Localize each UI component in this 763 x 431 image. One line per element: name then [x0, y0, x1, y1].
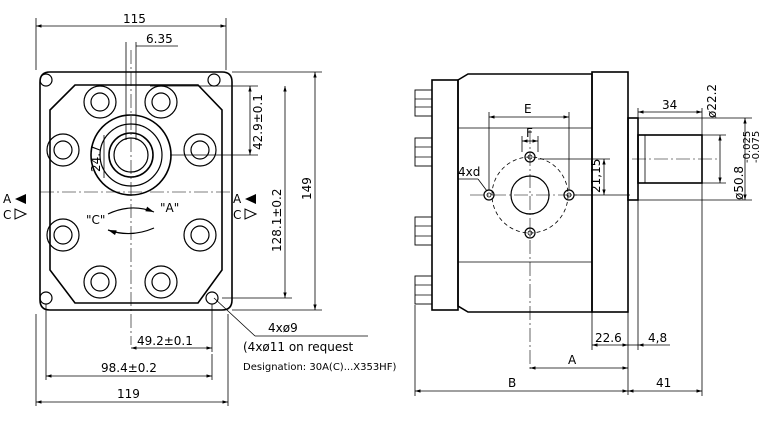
rear-cover: [431, 79, 459, 311]
svg-text:-0.075: -0.075: [751, 131, 762, 163]
dim-24-7: 24.7: [89, 135, 105, 178]
svg-text:4,8: 4,8: [648, 331, 667, 345]
side-view: E F 4xd 21,15 34: [414, 71, 762, 396]
svg-text:119: 119: [117, 387, 140, 401]
dim-6-35: 6.35: [125, 32, 178, 140]
svg-text:149: 149: [300, 177, 314, 200]
port-left-c-arrow: [14, 208, 28, 220]
dim-f: F: [521, 126, 539, 152]
svg-text:21,15: 21,15: [589, 159, 603, 193]
mount-hole-tr: [207, 73, 221, 87]
port-right-c: C: [233, 208, 241, 222]
dim-41: 41: [628, 183, 703, 396]
dim-49-2: 49.2±0.1: [131, 304, 213, 352]
svg-text:24.7: 24.7: [89, 145, 103, 172]
svg-text:4xd: 4xd: [458, 165, 480, 179]
note-holes-alt: (4xø11 on request: [243, 340, 354, 354]
dim-50-8: ø50.8 -0.025 -0.075: [638, 117, 762, 201]
shaft-side: [637, 134, 703, 184]
svg-text:ø50.8: ø50.8: [732, 166, 746, 200]
dim-a: A: [530, 353, 628, 370]
dim-21-15: 21,15: [538, 158, 630, 196]
svg-text:6.35: 6.35: [146, 32, 173, 46]
port-left-a: A: [3, 192, 12, 206]
svg-text:42.9±0.1: 42.9±0.1: [251, 94, 265, 150]
pump-body: [49, 84, 223, 304]
rotation-arrow-upper: [107, 206, 155, 215]
dim-e: E: [488, 102, 570, 190]
port-right-a-arrow: [245, 194, 256, 204]
dim-22-6: 22.6: [591, 312, 629, 395]
front-view: "C" "A" A C A C 115 6.35 24.7: [3, 12, 368, 406]
svg-text:E: E: [524, 102, 532, 116]
dim-b: B: [414, 305, 628, 396]
bolt-head-1: [414, 89, 433, 117]
svg-text:115: 115: [123, 12, 146, 26]
mount-hole-br: [205, 291, 219, 305]
rotation-arrow-lower: [107, 227, 155, 236]
svg-text:-0.025: -0.025: [742, 131, 753, 163]
svg-text:ø22.2: ø22.2: [705, 84, 719, 118]
svg-text:34: 34: [662, 98, 677, 112]
bolt-head-2: [414, 137, 433, 167]
port-left-a-arrow: [15, 194, 26, 204]
dim-149: 149: [232, 71, 322, 311]
rotation-label-c: "C": [86, 213, 105, 227]
dim-34: 34: [637, 98, 703, 135]
svg-text:41: 41: [656, 376, 671, 390]
svg-text:98.4±0.2: 98.4±0.2: [101, 361, 157, 375]
dim-98-4: 98.4±0.2: [45, 304, 213, 380]
dim-128-1: 128.1±0.2: [222, 86, 292, 299]
mount-hole-bl: [39, 291, 53, 305]
mount-hole-tl: [39, 73, 53, 87]
bolt-head-4: [414, 275, 433, 305]
svg-text:F: F: [526, 126, 533, 140]
dim-119: 119: [35, 314, 229, 406]
svg-text:49.2±0.1: 49.2±0.1: [137, 334, 193, 348]
bolt-head-3: [414, 216, 433, 246]
rotation-label-a: "A": [160, 201, 179, 215]
svg-text:128.1±0.2: 128.1±0.2: [270, 189, 284, 253]
dim-22-2: ø22.2: [702, 84, 726, 184]
port-left-c: C: [3, 208, 11, 222]
dim-4xd: 4xd: [458, 165, 488, 192]
dim-42-9: 42.9±0.1: [150, 85, 265, 156]
note-designation: Designation: 30A(C)...X353HF): [243, 362, 396, 373]
port-right-c-arrow: [244, 208, 258, 220]
svg-text:A: A: [568, 353, 577, 367]
bolt-group: [46, 85, 217, 299]
svg-text:B: B: [508, 376, 516, 390]
svg-text:22.6: 22.6: [595, 331, 622, 345]
dim-115: 115: [35, 12, 227, 70]
dim-4-8: 4,8: [628, 200, 670, 350]
port-right-a: A: [233, 192, 242, 206]
note-holes: 4xø9: [268, 321, 298, 335]
